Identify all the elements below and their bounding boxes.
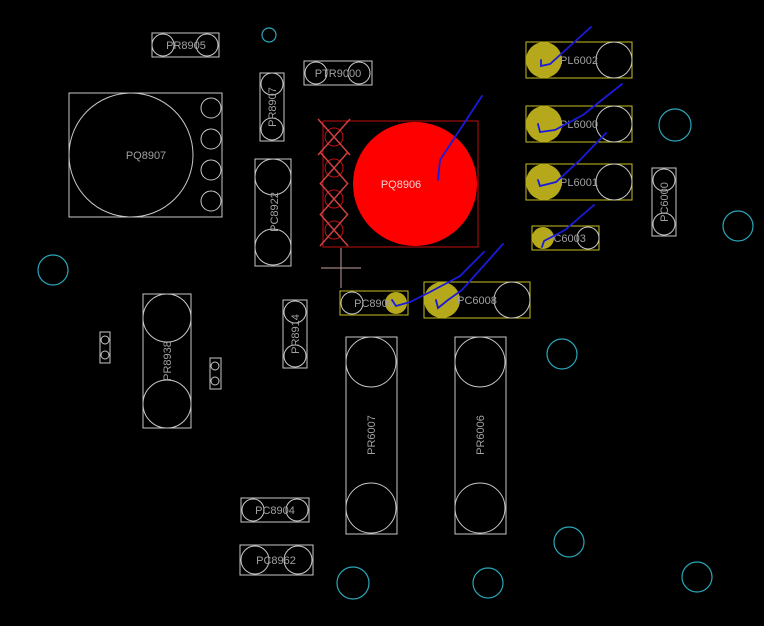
component-label: PC8909 [354,298,394,310]
component-pr8938[interactable]: PR8938 [142,293,192,429]
component-pc8922[interactable]: PC8922 [254,158,292,267]
component-label: PC8904 [255,505,295,517]
origin-crosshair-icon [321,248,361,288]
via[interactable] [722,210,754,242]
component-pl6002[interactable]: PL6002 [525,41,633,79]
trace[interactable] [391,251,485,308]
via[interactable] [681,561,713,593]
component-label: PC6008 [457,295,497,307]
component-pq8907[interactable]: PQ8907 [68,92,223,218]
component-label: PC6003 [546,233,586,245]
trace[interactable] [541,204,595,248]
component-pc6003[interactable]: PC6003 [531,225,600,251]
component-label: PR8914 [290,314,302,354]
trace[interactable] [437,95,483,181]
component-label: PQ8906 [381,179,421,191]
component-label: PTR9000 [315,68,361,80]
component-pq8906[interactable]: PQ8906 [317,118,479,248]
component-label: PC8922 [269,192,281,232]
via[interactable] [658,108,692,142]
routing-traces[interactable] [391,26,623,310]
trace[interactable] [537,132,607,188]
via[interactable] [472,567,504,599]
via[interactable] [336,566,370,600]
component-pr8905[interactable]: PR8905 [151,32,220,58]
component-pr8914[interactable]: PR8914 [282,299,308,369]
component-label: PR8907 [267,87,279,127]
component-pr6007[interactable]: PR6007 [345,336,398,535]
component-label: PL6001 [560,177,598,189]
via[interactable] [546,338,578,370]
component-label: PL6002 [560,55,598,67]
component-label: PC8962 [256,555,296,567]
component-pc6000[interactable]: PC6000 [651,167,677,237]
trace[interactable] [435,243,504,310]
component-label: PR6007 [366,415,378,455]
component-pc8962[interactable]: PC8962 [239,544,314,576]
component-pl6001[interactable]: PL6001 [525,163,633,201]
component-label: PR8905 [166,40,206,52]
via[interactable] [37,254,69,286]
small-component[interactable] [99,331,111,364]
delete-marker-icons [317,118,351,247]
component-label: PC6000 [659,182,671,222]
component-label: PR8938 [162,341,174,381]
component-label: PR6006 [475,415,487,455]
component-pc8904[interactable]: PC8904 [240,497,310,523]
component-pr8907[interactable]: PR8907 [259,72,285,142]
component-ptr9000[interactable]: PTR9000 [303,60,373,86]
via[interactable] [261,27,277,43]
component-label: PQ8907 [126,150,166,162]
small-component[interactable] [209,357,222,390]
trace[interactable] [537,83,623,133]
trace[interactable] [540,26,592,68]
via[interactable] [553,526,585,558]
component-pr6006[interactable]: PR6006 [454,336,507,535]
